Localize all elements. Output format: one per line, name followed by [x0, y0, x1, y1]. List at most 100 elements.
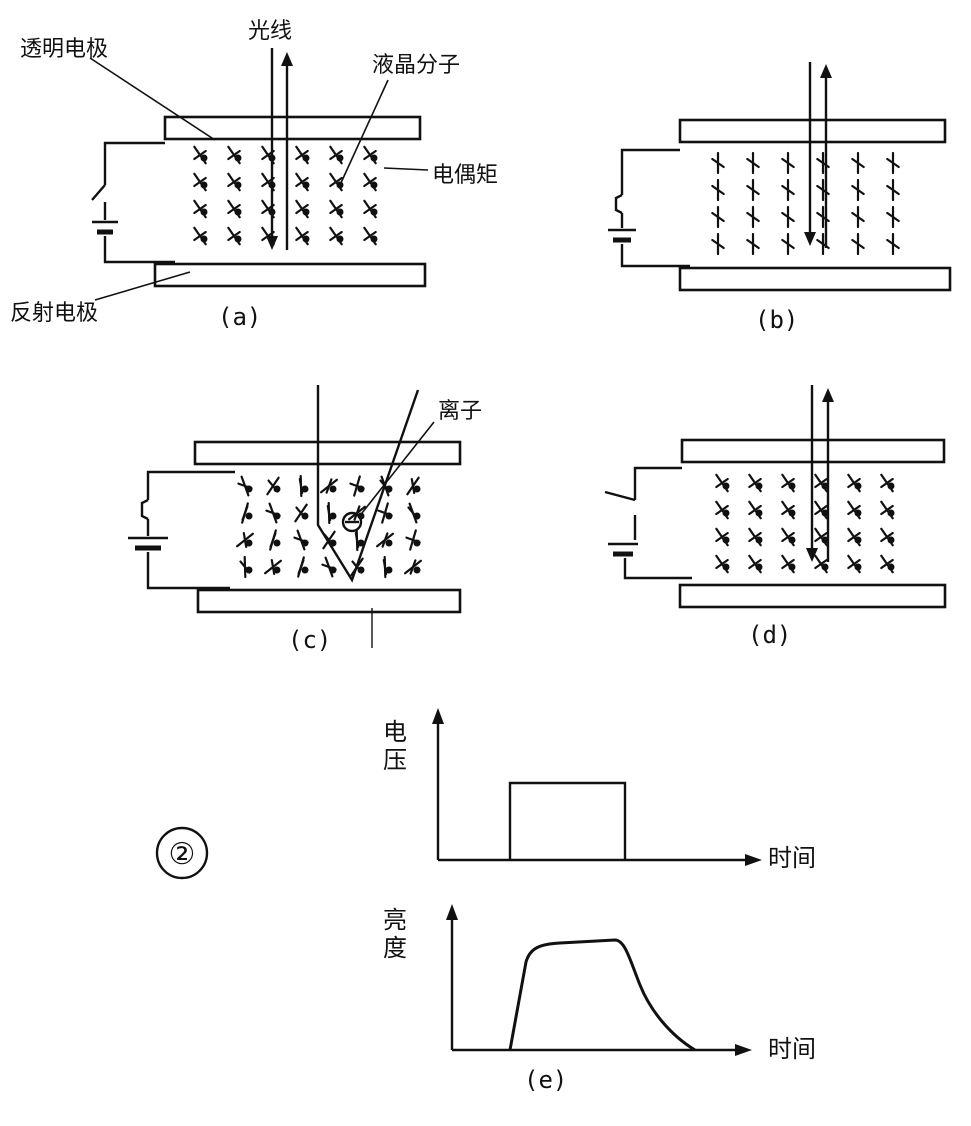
lc-molecule-stroke	[847, 558, 861, 570]
lc-molecule-stroke	[363, 230, 377, 242]
lc-molecule-symbol	[295, 145, 310, 165]
lc-molecule-dot	[722, 509, 730, 517]
label-reflective-electrode: 反射电极	[10, 301, 98, 326]
lc-molecule-symbol	[266, 476, 281, 496]
lc-molecule-stroke	[295, 176, 309, 188]
lc-molecule-stroke	[227, 203, 241, 215]
lc-molecules-c	[236, 474, 422, 579]
lc-molecule-dot	[357, 566, 365, 574]
lc-molecule-stroke	[297, 559, 305, 575]
lc-molecule-stroke	[781, 477, 795, 489]
lc-molecule-dot	[336, 154, 344, 162]
lc-molecule-symbol	[376, 532, 394, 548]
lc-molecule-dot	[301, 539, 309, 547]
lc-molecule-symbol	[407, 502, 421, 524]
wire-bottom-a	[103, 236, 175, 264]
lc-molecule-symbol	[715, 500, 730, 520]
lc-molecule-dot	[234, 235, 242, 243]
ray-arrow-down-b	[804, 232, 816, 246]
lc-molecule-stroke	[410, 478, 416, 494]
lc-molecule-dot	[357, 485, 365, 493]
lc-molecule-symbol	[354, 528, 365, 552]
voltage-xlabel: 时间	[768, 844, 816, 872]
lc-molecule-stroke	[781, 504, 795, 516]
lc-molecule-dot	[788, 563, 796, 571]
lc-molecule-dot	[821, 536, 829, 544]
ray-arrow-down-a	[266, 236, 278, 250]
brightness-xlabel: 时间	[768, 1035, 816, 1063]
wire-top-a	[103, 141, 165, 185]
lc-molecule-dot	[357, 539, 365, 547]
lc-molecule-symbol	[227, 226, 242, 246]
lc-molecules-a	[193, 145, 378, 246]
brightness-response-curve	[508, 938, 696, 1052]
lc-molecule-symbol	[269, 529, 281, 551]
lc-molecule-stroke	[193, 230, 207, 242]
lc-molecule-symbol	[886, 178, 900, 202]
lc-molecule-symbol	[236, 531, 254, 549]
caption-panel-d: (d)	[748, 621, 791, 649]
lc-molecule-symbol	[377, 502, 393, 524]
lc-molecule-symbol	[880, 527, 895, 547]
ray-arrow-up-a	[281, 52, 293, 66]
lc-molecule-stroke	[880, 558, 894, 570]
lc-molecule-dot	[755, 563, 763, 571]
lc-molecule-dot	[887, 536, 895, 544]
lc-molecule-dot	[370, 208, 378, 216]
lc-molecule-stroke	[193, 203, 207, 215]
lc-molecule-symbol	[265, 502, 281, 524]
voltage-ylabel-2: 压	[383, 746, 407, 774]
brightness-y-arrow	[446, 904, 458, 920]
lc-molecule-dot	[273, 512, 281, 520]
lc-molecule-stroke	[781, 184, 795, 196]
lc-molecule-symbol	[329, 145, 344, 165]
lc-molecule-symbol	[227, 199, 242, 219]
top-electrode-plate-c	[193, 440, 462, 466]
voltage-graph: 电 压 时间	[383, 708, 816, 872]
lc-molecule-dot	[200, 208, 208, 216]
lc-molecule-stroke	[886, 238, 900, 250]
lc-molecule-stroke	[880, 504, 894, 516]
open-switch-d	[604, 490, 636, 502]
ray-arrow-up-b	[820, 64, 832, 78]
ion-symbol	[341, 511, 363, 533]
panel-a: 光线 透明电极 液晶分子 电偶矩 反射电极 (a)	[10, 19, 498, 331]
lc-molecule-symbol	[847, 473, 862, 493]
lc-molecule-dot	[200, 181, 208, 189]
lc-molecule-symbol	[748, 527, 763, 547]
lc-molecule-symbol	[193, 172, 208, 192]
lc-molecule-dot	[273, 566, 281, 574]
lc-molecule-symbol	[349, 475, 365, 497]
lc-molecule-stroke	[746, 157, 760, 169]
caption-panel-e: (e)	[524, 1066, 567, 1094]
lc-molecule-symbol	[297, 556, 309, 578]
voltage-ylabel-1: 电	[383, 718, 407, 746]
lc-molecule-symbol	[363, 199, 378, 219]
lc-molecule-dot	[234, 208, 242, 216]
panel-d: (d)	[604, 385, 947, 649]
lc-molecule-symbol	[781, 527, 796, 547]
lc-molecule-stroke	[382, 558, 388, 576]
lc-molecule-dot	[788, 536, 796, 544]
lc-molecule-symbol	[329, 226, 344, 246]
lc-molecule-stroke	[329, 176, 343, 188]
bottom-electrode-plate-d	[678, 583, 947, 609]
lc-molecule-stroke	[746, 211, 760, 223]
lc-molecule-dot	[755, 482, 763, 490]
lc-molecule-symbol	[295, 199, 310, 219]
lc-molecule-dot	[722, 563, 730, 571]
lc-molecule-symbol	[781, 500, 796, 520]
lc-molecule-symbol	[746, 205, 760, 229]
lc-molecule-dot	[887, 563, 895, 571]
lc-molecule-symbol	[294, 503, 309, 523]
lc-molecule-symbol	[320, 478, 338, 494]
lc-molecule-dot	[887, 509, 895, 517]
lc-molecule-stroke	[193, 149, 207, 161]
lc-molecule-stroke	[814, 477, 828, 489]
lc-molecule-dot	[273, 539, 281, 547]
lc-molecule-stroke	[748, 531, 762, 543]
lc-molecule-stroke	[325, 478, 333, 494]
top-electrode-plate-b	[678, 118, 947, 144]
lc-molecule-stroke	[814, 504, 828, 516]
